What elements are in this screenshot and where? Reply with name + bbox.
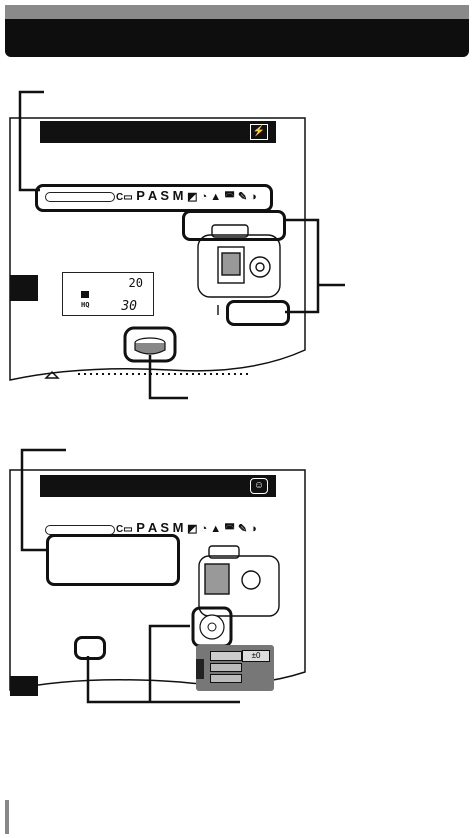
- mode-icon: ☺: [250, 478, 268, 494]
- arrow-pad-icon: [191, 606, 233, 648]
- lcd-top-value: 20: [128, 276, 143, 290]
- mode-dial-icon: [123, 326, 177, 363]
- menu-item-1: [210, 651, 242, 661]
- camera-back-illustration: [198, 545, 280, 617]
- mode-strip: C▭ P A S M ◩ ◔ ▲ ◚ ✎ ◑: [116, 188, 257, 203]
- mode-strip-callout: [35, 184, 273, 212]
- menu-panel: ±0: [196, 645, 274, 691]
- page-edge-marker: [5, 800, 9, 834]
- callout-text-box: [46, 534, 180, 586]
- lcd-quality: HQ: [81, 301, 90, 309]
- menu-left-tab: [196, 659, 204, 679]
- lcd-icon: [81, 291, 89, 298]
- menu-item-3: [210, 674, 242, 683]
- mode-prefix-2: C▭: [116, 524, 133, 535]
- section2-title-bar: ☺: [40, 475, 276, 497]
- mode-strip-2: C▭ P A S M ◩ ◔ ▲ ◚ ✎ ◑: [116, 520, 257, 535]
- lcd-panel: 20 HQ 30: [62, 272, 154, 316]
- menu-value: ±0: [242, 650, 270, 662]
- section1-title-bar: ⚡: [40, 121, 276, 143]
- header-top-band: [5, 5, 469, 19]
- header-title-bar: [5, 19, 469, 57]
- callout-top-right: [182, 210, 286, 241]
- lcd-count: 30: [121, 299, 137, 314]
- callout-small: [74, 636, 106, 660]
- flash-icon: ⚡: [250, 124, 268, 140]
- mode-strip-pill: [45, 192, 115, 202]
- mode-letters: P A S M: [136, 188, 184, 203]
- mode-letters-2: P A S M: [136, 520, 184, 535]
- mode-icons-2: ◩ ◔ ▲ ◚ ✎ ◑: [187, 523, 257, 535]
- menu-item-2: [210, 663, 242, 672]
- section1-graphic: [9, 90, 345, 400]
- leader-line-strip: [18, 90, 44, 192]
- section2-graphic: [9, 448, 306, 704]
- camera-illustration: [197, 224, 281, 315]
- mode-prefix: C▭: [116, 192, 133, 203]
- callout-bottom-right: [226, 300, 290, 326]
- mode-icons: ◩ ◔ ▲ ◚ ✎ ◑: [187, 191, 257, 203]
